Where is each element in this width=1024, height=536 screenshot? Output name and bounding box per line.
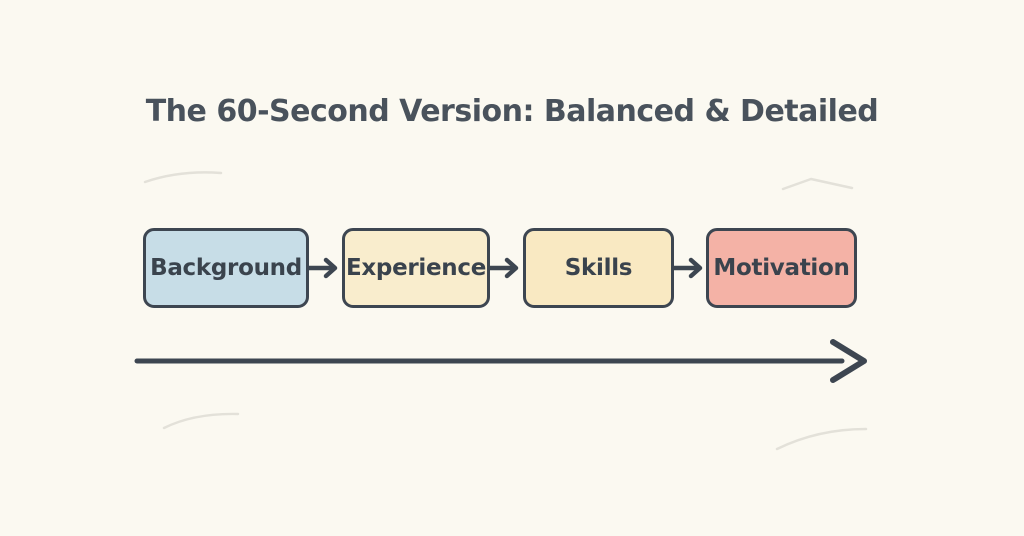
arrow-right-icon [306, 257, 338, 279]
step-label: Experience [345, 255, 487, 281]
timeline-arrow [134, 339, 867, 383]
step-label: Background [150, 255, 302, 281]
step-box-motivation: Motivation [706, 228, 857, 308]
squiggle-decoration-bottom-left [162, 412, 240, 430]
squiggle-decoration-bottom-right [775, 427, 868, 451]
step-box-skills: Skills [523, 228, 674, 308]
arrow-right-icon [671, 257, 703, 279]
squiggle-decoration-top-right [781, 177, 854, 191]
diagram-title: The 60-Second Version: Balanced & Detail… [145, 94, 879, 129]
step-label: Skills [564, 255, 633, 281]
step-label: Motivation [713, 255, 850, 281]
squiggle-decoration-top-left [143, 171, 223, 184]
arrow-right-icon [487, 257, 519, 279]
step-box-experience: Experience [342, 228, 490, 308]
step-box-background: Background [143, 228, 309, 308]
